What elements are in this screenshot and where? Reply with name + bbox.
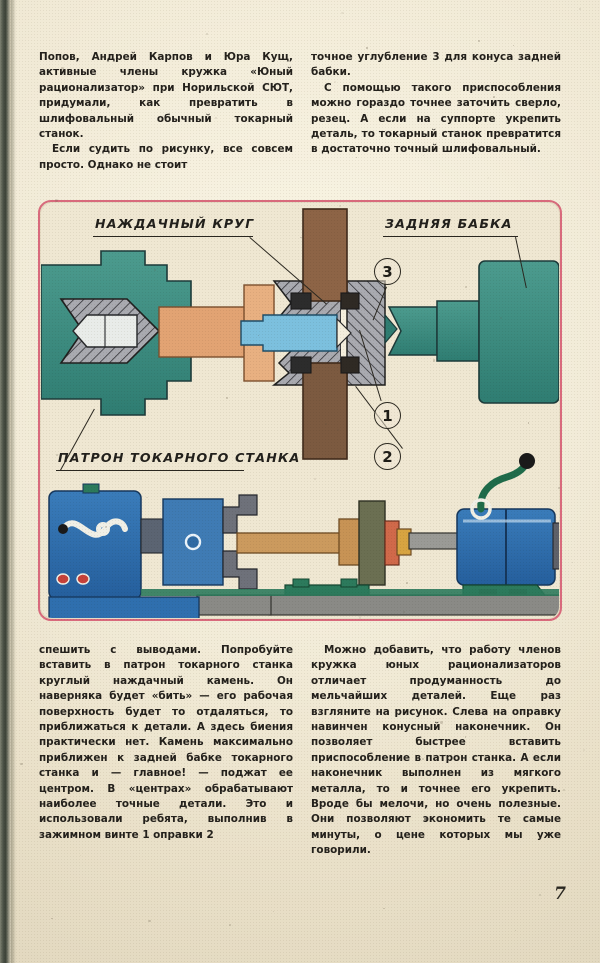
paragraph: Можно добавить, что работу членов кружка… — [311, 644, 561, 857]
tailstock-body — [478, 260, 559, 404]
grinding-disc — [358, 500, 386, 586]
paragraph: точное углубление 3 для конуса задней ба… — [311, 51, 561, 79]
machine-cross-section-drawing — [41, 203, 559, 618]
paragraph: С помощью такого приспособления можно го… — [311, 81, 561, 156]
tailstock-quill-rod — [408, 532, 460, 550]
chuck-bore — [184, 533, 202, 551]
label-underline-grinding-wheel — [93, 236, 253, 238]
headstock-linkage — [60, 518, 128, 538]
mandrel-rod — [236, 532, 356, 554]
label-grinding-wheel: НАЖДАЧНЫЙ КРУГ — [95, 216, 255, 231]
illustration-figure — [38, 200, 562, 621]
binding-shadow — [11, 0, 16, 963]
label-underline-lathe-chuck — [56, 470, 244, 472]
label-underline-tailstock — [383, 236, 518, 238]
lathe-bed — [268, 594, 559, 616]
callout-2: 2 — [374, 443, 401, 470]
paragraph: Попов, Андрей Карпов и Юра Кущ, активные… — [39, 51, 293, 141]
paragraph: спешить с выводами. Попробуйте вставить … — [39, 644, 293, 841]
tailstock-lever — [477, 461, 529, 513]
tailstock-center — [387, 306, 438, 356]
tailstock-quill — [436, 300, 480, 362]
label-lathe-chuck: ПАТРОН ТОКАРНОГО СТАНКА — [58, 450, 301, 465]
grinding-wheel-upper — [302, 208, 348, 302]
grinding-wheel-lower — [302, 362, 348, 460]
callout-1: 1 — [374, 402, 401, 429]
callout-3: 3 — [374, 258, 401, 285]
text-column-bottom-left: спешить с выводами. Попробуйте вставить … — [39, 643, 293, 843]
lever-knob — [519, 453, 535, 469]
paragraph: Если судить по рисунку, все совсем прост… — [39, 143, 293, 171]
binding-gutter — [0, 0, 11, 963]
illustration-canvas — [41, 203, 559, 618]
page-number: 7 — [554, 884, 566, 904]
clamping-screw — [240, 314, 338, 352]
text-column-top-left: Попов, Андрей Карпов и Юра Кущ, активные… — [39, 50, 293, 173]
label-tailstock: ЗАДНЯЯ БАБКА — [385, 216, 513, 231]
text-column-bottom-right: Можно добавить, что работу членов кружка… — [311, 643, 561, 859]
chuck-jaw-upper — [222, 494, 258, 534]
text-column-top-right: точное углубление 3 для конуса задней ба… — [311, 50, 561, 158]
